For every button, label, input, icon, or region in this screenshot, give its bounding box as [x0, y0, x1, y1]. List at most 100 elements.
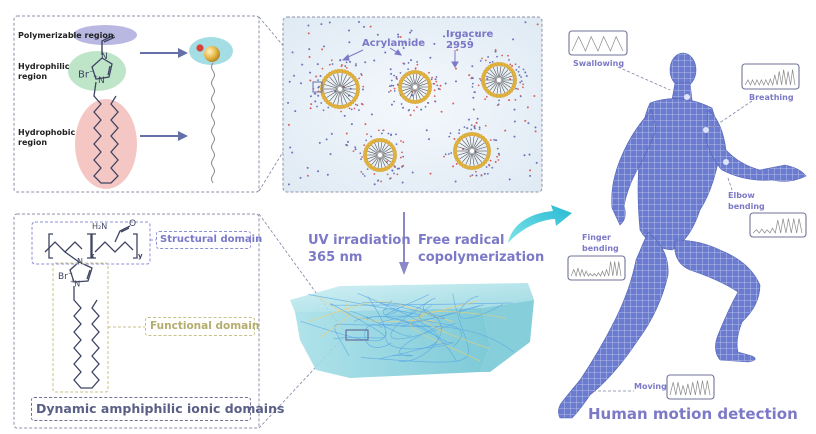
- structural-domain-tag: Structural domain: [156, 231, 262, 249]
- finger-bending-label: Finger bending: [582, 233, 619, 253]
- irgacure-label: Irgacure 2959: [446, 29, 494, 51]
- monomer-dot: [320, 23, 323, 26]
- monomer-dot: [454, 67, 457, 70]
- monomer-dot: [443, 35, 446, 38]
- monomer-dot: [309, 107, 312, 110]
- signal-trace: [744, 69, 796, 87]
- monomer-dot: [527, 122, 530, 125]
- monomer-dot: [287, 183, 290, 186]
- leader-lines: [593, 66, 753, 392]
- monomer-dot: [306, 174, 309, 177]
- monomer-dot: [453, 137, 456, 140]
- monomer-dot: [471, 65, 474, 68]
- polymer-nitrogen-label: N: [77, 257, 83, 266]
- signal-plot: [741, 63, 800, 90]
- monomer-dot: [350, 123, 353, 126]
- monomer-dot: [389, 68, 392, 71]
- monomer-dot: [299, 82, 302, 85]
- network-fiber: [409, 300, 481, 362]
- moving-label: Moving: [634, 382, 667, 391]
- monomer-dot: [508, 178, 511, 181]
- monomer-dot: [411, 94, 414, 97]
- monomer-dot: [473, 127, 476, 130]
- monomer-dot: [513, 120, 516, 123]
- monomer-dot: [528, 153, 531, 156]
- network-fiber: [392, 324, 442, 357]
- monomer-dot: [373, 59, 376, 62]
- monomer-dot: [364, 123, 367, 126]
- monomer-dot: [343, 114, 346, 117]
- monomer-dot: [494, 160, 497, 163]
- monomer-dot: [433, 42, 436, 45]
- polymerizable-region-ellipse: [73, 25, 137, 45]
- monomer-dot: [509, 78, 512, 81]
- monomer-dot: [494, 50, 497, 53]
- hydrophobic-region-ellipse: [75, 99, 137, 189]
- monomer-dot: [299, 176, 302, 179]
- monomer-dot: [534, 126, 537, 129]
- transition-arrow: [508, 205, 572, 243]
- monomer-dot: [287, 101, 290, 104]
- sensor-points: [684, 94, 729, 165]
- subscript-y: y: [138, 252, 143, 260]
- surfactant-head-ball: [204, 46, 220, 62]
- zoom-marker: [312, 81, 323, 93]
- monomer-dot: [513, 108, 516, 111]
- network-fiber: [382, 300, 399, 316]
- monomer-dot: [472, 108, 475, 111]
- network-fiber: [300, 296, 386, 342]
- signal-plot: [567, 255, 626, 281]
- polymer-cation-label: +N: [70, 279, 81, 289]
- monomer-dot: [409, 31, 412, 34]
- micelles: [312, 54, 525, 183]
- hydrophilic-region-label: Hydrophilic region: [18, 62, 70, 81]
- signal-plot: [666, 374, 715, 400]
- monomer-dot: [307, 32, 310, 35]
- surfactant-tail: [211, 62, 215, 184]
- oxygen-label: O: [129, 219, 137, 229]
- monomer-panel-border: [13, 15, 260, 193]
- monomer-dot: [439, 84, 442, 87]
- monomer-dot: [370, 113, 373, 116]
- monomer-dot: [536, 23, 539, 26]
- hydrophobic-region-label: Hydrophobic region: [18, 128, 76, 147]
- network-fiber: [319, 300, 351, 338]
- micelle: [443, 121, 501, 178]
- swallowing-label: Swallowing: [573, 59, 625, 68]
- breathing-label: Breathing: [749, 93, 794, 102]
- monomer-dot: [384, 51, 387, 54]
- monomer-dot: [486, 77, 489, 80]
- micelle-panel: [282, 16, 543, 193]
- monomer-dot: [425, 129, 428, 132]
- monomer-dot: [476, 32, 479, 35]
- polymer-network-fibers: [300, 293, 514, 363]
- monomer-dot: [534, 130, 537, 133]
- network-fiber: [330, 303, 385, 340]
- monomer-dot: [533, 94, 536, 97]
- network-fiber: [362, 302, 442, 362]
- monomer-dot: [535, 161, 538, 164]
- monomer-dot: [319, 75, 322, 78]
- monomer-dot: [318, 141, 321, 144]
- imidazolium-ring: [91, 57, 113, 80]
- monomer-dot: [466, 127, 469, 130]
- monomer-dot: [309, 71, 312, 74]
- acrylamide-label: Acrylamide: [362, 38, 426, 49]
- monomer-dot: [513, 135, 516, 138]
- signal-trace: [752, 218, 803, 234]
- polymer-side-chain: [69, 261, 100, 389]
- uv-arrow: [399, 212, 409, 275]
- polymer-bromide-label: Br−: [58, 270, 73, 282]
- network-fiber: [366, 315, 448, 343]
- monomer-dot: [328, 21, 331, 24]
- signal-plot: [568, 30, 628, 56]
- monomer-dot: [317, 170, 320, 173]
- monomer-dot: [404, 41, 407, 44]
- network-fiber: [385, 331, 454, 350]
- monomer-dot: [373, 183, 376, 186]
- monomer-dot: [390, 84, 393, 87]
- human-motion-detection-title: Human motion detection: [588, 405, 798, 423]
- monomer-dot: [301, 63, 304, 66]
- monomer-dot: [529, 174, 532, 177]
